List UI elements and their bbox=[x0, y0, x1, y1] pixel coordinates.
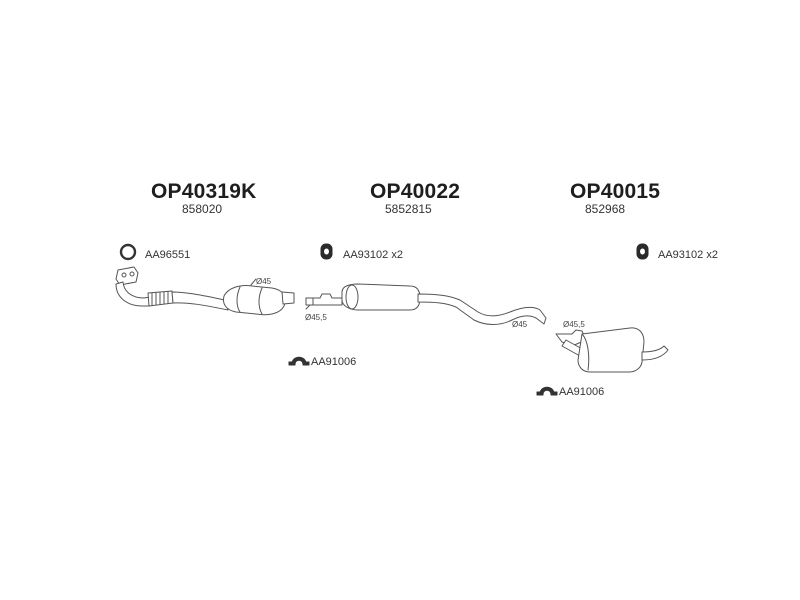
rear-silencer bbox=[555, 327, 669, 373]
part-code-rear-silencer: OP40015 bbox=[570, 180, 661, 203]
accessory-label-clamp-1: AA91006 bbox=[311, 356, 357, 368]
accessory-label-clamp-2: AA91006 bbox=[559, 386, 605, 398]
accessory-label-mount-1: AA93102 x2 bbox=[343, 249, 403, 261]
diameter-label-mid-inlet: Ø45,5 bbox=[305, 313, 327, 322]
diameter-label-rear-inlet: Ø45,5 bbox=[563, 320, 585, 329]
accessory-label-gasket: AA96551 bbox=[145, 249, 191, 261]
middle-pipe-silencer bbox=[305, 283, 547, 325]
front-pipe-catalytic-converter bbox=[115, 266, 295, 316]
part-ref-front-pipe: 858020 bbox=[182, 202, 223, 216]
diameter-label-mid-outlet: Ø45 bbox=[512, 320, 528, 329]
rubber-mount-icon bbox=[636, 243, 649, 260]
ring-gasket-icon bbox=[119, 243, 137, 261]
rubber-mount-icon bbox=[320, 243, 333, 260]
accessory-label-mount-2: AA93102 x2 bbox=[658, 249, 718, 261]
clamp-icon bbox=[536, 386, 558, 396]
part-code-middle-silencer: OP40022 bbox=[370, 180, 461, 203]
part-code-front-pipe: OP40319K bbox=[151, 180, 257, 203]
part-ref-middle-silencer: 5852815 bbox=[385, 202, 432, 216]
diameter-label-cat: Ø45 bbox=[256, 277, 272, 286]
clamp-icon bbox=[288, 356, 310, 366]
part-ref-rear-silencer: 852968 bbox=[585, 202, 626, 216]
